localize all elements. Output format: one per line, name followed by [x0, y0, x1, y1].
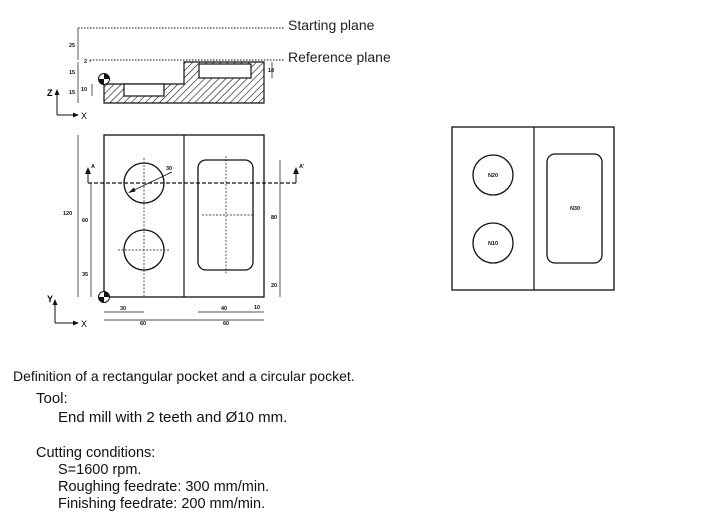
svg-text:60: 60	[223, 321, 229, 327]
svg-text:N30: N30	[570, 206, 580, 212]
cutting-conditions-heading: Cutting conditions:	[36, 445, 156, 461]
svg-text:120: 120	[63, 211, 72, 217]
svg-text:15: 15	[69, 70, 75, 76]
figure-caption: Definition of a rectangular pocket and a…	[13, 368, 355, 384]
program-block-diagram: N20 N10 N30	[451, 126, 615, 291]
svg-text:2: 2	[84, 59, 87, 65]
spindle-speed: S=1600 rpm.	[58, 462, 142, 478]
tool-heading: Tool:	[36, 390, 68, 407]
svg-text:30: 30	[120, 306, 126, 312]
svg-text:30: 30	[166, 166, 172, 172]
circ-pocket-section	[123, 83, 165, 97]
block-n20-circle	[472, 154, 514, 196]
block-n30-rect	[546, 153, 603, 264]
section-view: Starting plane Reference plane 25 2 15 1…	[47, 17, 391, 121]
axis-x-label-section: X	[81, 111, 87, 121]
svg-text:40: 40	[221, 306, 227, 312]
reference-plane-label: Reference plane	[288, 49, 391, 65]
svg-text:15: 15	[69, 90, 75, 96]
finishing-feedrate: Finishing feedrate: 200 mm/min.	[58, 496, 266, 512]
svg-text:10: 10	[254, 305, 260, 311]
svg-text:N10: N10	[488, 241, 498, 247]
svg-text:60: 60	[140, 321, 146, 327]
roughing-feedrate: Roughing feedrate: 300 mm/min.	[58, 479, 270, 495]
svg-text:20: 20	[271, 283, 277, 289]
plan-view: A A' 30 120 60 35 30 60 40 10 60 80 20	[47, 134, 305, 329]
rect-pocket-section	[198, 63, 252, 79]
axis-x-label-plan: X	[81, 319, 87, 329]
svg-text:10: 10	[81, 87, 87, 93]
block-n10-circle	[472, 222, 514, 264]
svg-text:18: 18	[268, 68, 274, 74]
machining-diagram: Starting plane Reference plane 25 2 15 1…	[47, 17, 615, 329]
tool-description: End mill with 2 teeth and Ø10 mm.	[58, 409, 288, 426]
svg-text:A': A'	[299, 164, 305, 170]
svg-text:25: 25	[69, 43, 75, 49]
axis-y-label-plan: Y	[47, 294, 53, 304]
svg-text:N20: N20	[488, 173, 498, 179]
svg-text:80: 80	[271, 215, 277, 221]
svg-text:60: 60	[82, 218, 88, 224]
starting-plane-label: Starting plane	[288, 17, 375, 33]
svg-text:35: 35	[82, 272, 88, 278]
svg-text:A: A	[91, 164, 95, 170]
axis-z-label-section: Z	[47, 88, 53, 98]
